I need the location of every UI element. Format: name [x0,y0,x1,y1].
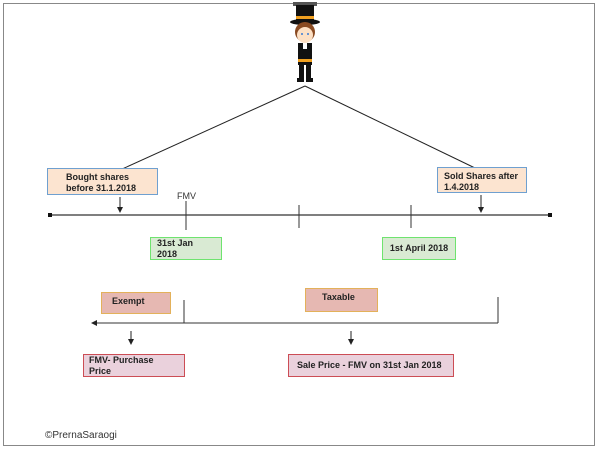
exempt-box: Exempt [101,292,171,314]
taxable-box: Taxable [305,288,378,312]
bought-shares-box: Bought shares before 31.1.2018 [47,168,158,195]
person-icon [290,2,320,82]
line-to-sold [304,85,476,169]
sold-shares-box: Sold Shares after 1.4.2018 [437,167,527,193]
credit-text: ©PrernaSaraogi [45,430,117,441]
date-jan-box: 31st Jan 2018 [150,237,222,260]
line-to-bought [119,85,306,171]
exempt-formula-box: FMV- Purchase Price [83,354,185,377]
taxable-formula-box: Sale Price - FMV on 31st Jan 2018 [288,354,454,377]
date-apr-box: 1st April 2018 [382,237,456,260]
fmv-label: FMV [177,191,196,201]
